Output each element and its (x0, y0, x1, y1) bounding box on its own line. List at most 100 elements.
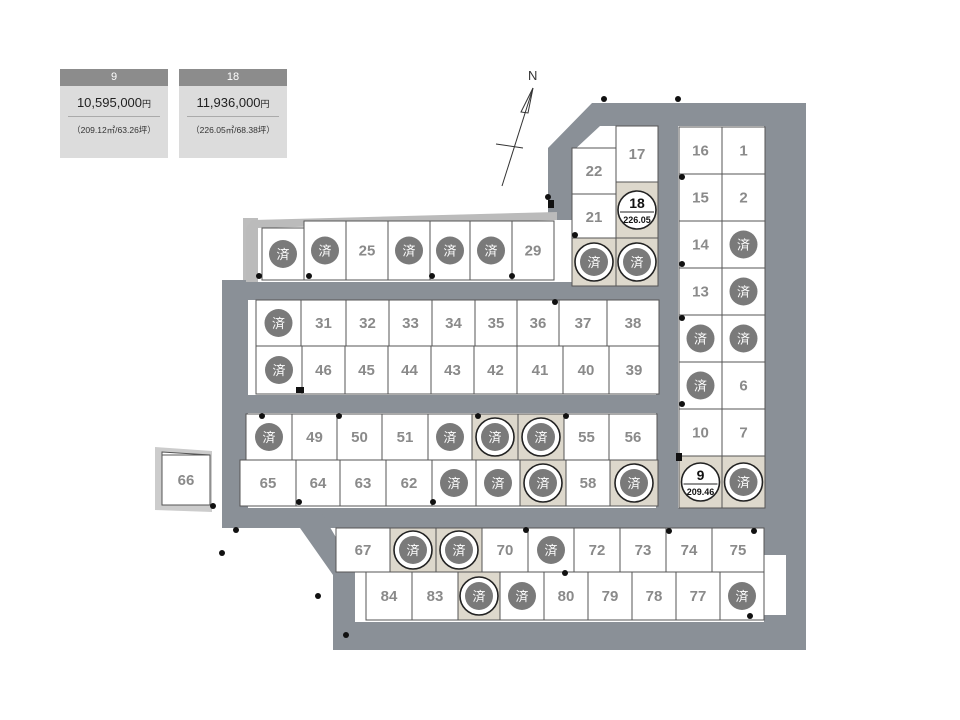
lot-37[interactable]: 37 (558, 299, 608, 347)
sold-mark-label: 済 (544, 543, 557, 559)
north-arrow-icon: N (495, 68, 537, 187)
lot-6[interactable]: 6 (721, 361, 766, 410)
card-divider (68, 116, 160, 117)
lot-19[interactable]: 済 (615, 237, 659, 287)
lot-4[interactable]: 済 (721, 267, 766, 316)
lot-36[interactable]: 36 (516, 299, 560, 347)
lot-2[interactable]: 2 (721, 173, 766, 222)
lot-12[interactable]: 済 (678, 314, 723, 363)
lot-10[interactable]: 10 (678, 408, 723, 457)
lot-62[interactable]: 62 (385, 459, 433, 507)
sold-mark-label: 済 (272, 316, 285, 332)
lot-80[interactable]: 80 (543, 571, 589, 621)
sold-mark-icon (527, 423, 555, 451)
lot-66[interactable]: 66 (161, 454, 211, 506)
lot-29[interactable]: 29 (511, 220, 555, 281)
lot-42[interactable]: 42 (473, 345, 518, 395)
lot-boundary (721, 361, 766, 410)
lot-73[interactable]: 73 (619, 527, 667, 573)
lot-69[interactable]: 済 (435, 527, 483, 573)
lot-32[interactable]: 32 (345, 299, 390, 347)
lot-57[interactable]: 済 (609, 459, 659, 507)
lot-72[interactable]: 72 (573, 527, 621, 573)
lot-59[interactable]: 済 (519, 459, 567, 507)
lot-41[interactable]: 41 (516, 345, 564, 395)
lot-50[interactable]: 50 (336, 413, 383, 461)
lot-3[interactable]: 済 (721, 220, 766, 269)
lot-24[interactable]: 済 (303, 220, 347, 281)
lot-53[interactable]: 済 (471, 413, 519, 461)
lot-63[interactable]: 63 (339, 459, 387, 507)
lot-25[interactable]: 25 (345, 220, 389, 281)
lot-54[interactable]: 済 (517, 413, 565, 461)
lot-5[interactable]: 済 (721, 314, 766, 363)
lot-39[interactable]: 39 (608, 345, 660, 395)
lot-number: 1 (739, 143, 747, 160)
lot-boundary (678, 267, 723, 316)
lot-35[interactable]: 35 (474, 299, 518, 347)
lot-33[interactable]: 33 (388, 299, 433, 347)
lot-52[interactable]: 済 (427, 413, 473, 461)
lot-17[interactable]: 17 (615, 125, 659, 183)
lot-61[interactable]: 済 (431, 459, 477, 507)
lot-79[interactable]: 79 (587, 571, 633, 621)
lot-27[interactable]: 済 (429, 220, 471, 281)
lot-38[interactable]: 38 (606, 299, 660, 347)
lot-60[interactable]: 済 (475, 459, 521, 507)
lot-76[interactable]: 済 (719, 571, 765, 621)
lot-49[interactable]: 49 (291, 413, 338, 461)
lot-67[interactable]: 67 (335, 527, 391, 573)
lot-74[interactable]: 74 (665, 527, 713, 573)
lot-45[interactable]: 45 (344, 345, 389, 395)
lot-46[interactable]: 46 (301, 345, 346, 395)
lot-26[interactable]: 済 (387, 220, 431, 281)
lot-48[interactable]: 済 (245, 413, 293, 461)
lot-number: 14 (692, 237, 709, 254)
lot-82[interactable]: 済 (457, 571, 501, 621)
lot-75[interactable]: 75 (711, 527, 765, 573)
lot-number: 58 (580, 475, 597, 492)
lot-11[interactable]: 済 (678, 361, 723, 410)
lot-68[interactable]: 済 (389, 527, 437, 573)
lot-22[interactable]: 22 (571, 147, 617, 195)
lot-83[interactable]: 83 (411, 571, 459, 621)
lot-56[interactable]: 56 (608, 413, 658, 461)
lot-44[interactable]: 44 (387, 345, 432, 395)
lot-23[interactable]: 済 (261, 227, 305, 281)
lot-number: 46 (315, 362, 332, 379)
lot-51[interactable]: 51 (381, 413, 429, 461)
lot-31[interactable]: 31 (300, 299, 347, 347)
lot-43[interactable]: 43 (430, 345, 475, 395)
sold-mark-label: 済 (318, 244, 331, 260)
lot-58[interactable]: 58 (565, 459, 611, 507)
lot-71[interactable]: 済 (527, 527, 575, 573)
lot-1[interactable]: 1 (721, 126, 766, 175)
lot-16[interactable]: 16 (678, 126, 723, 175)
lot-30[interactable]: 済 (255, 299, 302, 347)
lot-34[interactable]: 34 (431, 299, 476, 347)
lot-28[interactable]: 済 (469, 220, 513, 281)
lot-number: 67 (355, 542, 372, 559)
lot-70[interactable]: 70 (481, 527, 529, 573)
lot-64[interactable]: 64 (295, 459, 341, 507)
lot-8[interactable]: 済 (721, 455, 766, 509)
lot-47[interactable]: 済 (255, 345, 303, 395)
lot-20[interactable]: 済 (571, 237, 617, 287)
lot-81[interactable]: 済 (499, 571, 545, 621)
lot-boundary (161, 454, 211, 506)
lot-84[interactable]: 84 (365, 571, 413, 621)
lot-77[interactable]: 77 (675, 571, 721, 621)
lot-number: 51 (397, 429, 414, 446)
lot-21[interactable]: 21 (571, 193, 617, 241)
lot-55[interactable]: 55 (563, 413, 610, 461)
lot-13[interactable]: 13 (678, 267, 723, 316)
lot-14[interactable]: 14 (678, 220, 723, 269)
lot-7[interactable]: 7 (721, 408, 766, 457)
lot-65[interactable]: 65 (239, 459, 297, 507)
sold-mark-label: 済 (272, 363, 285, 379)
lot-78[interactable]: 78 (631, 571, 677, 621)
lot-40[interactable]: 40 (562, 345, 610, 395)
lot-15[interactable]: 15 (678, 173, 723, 222)
